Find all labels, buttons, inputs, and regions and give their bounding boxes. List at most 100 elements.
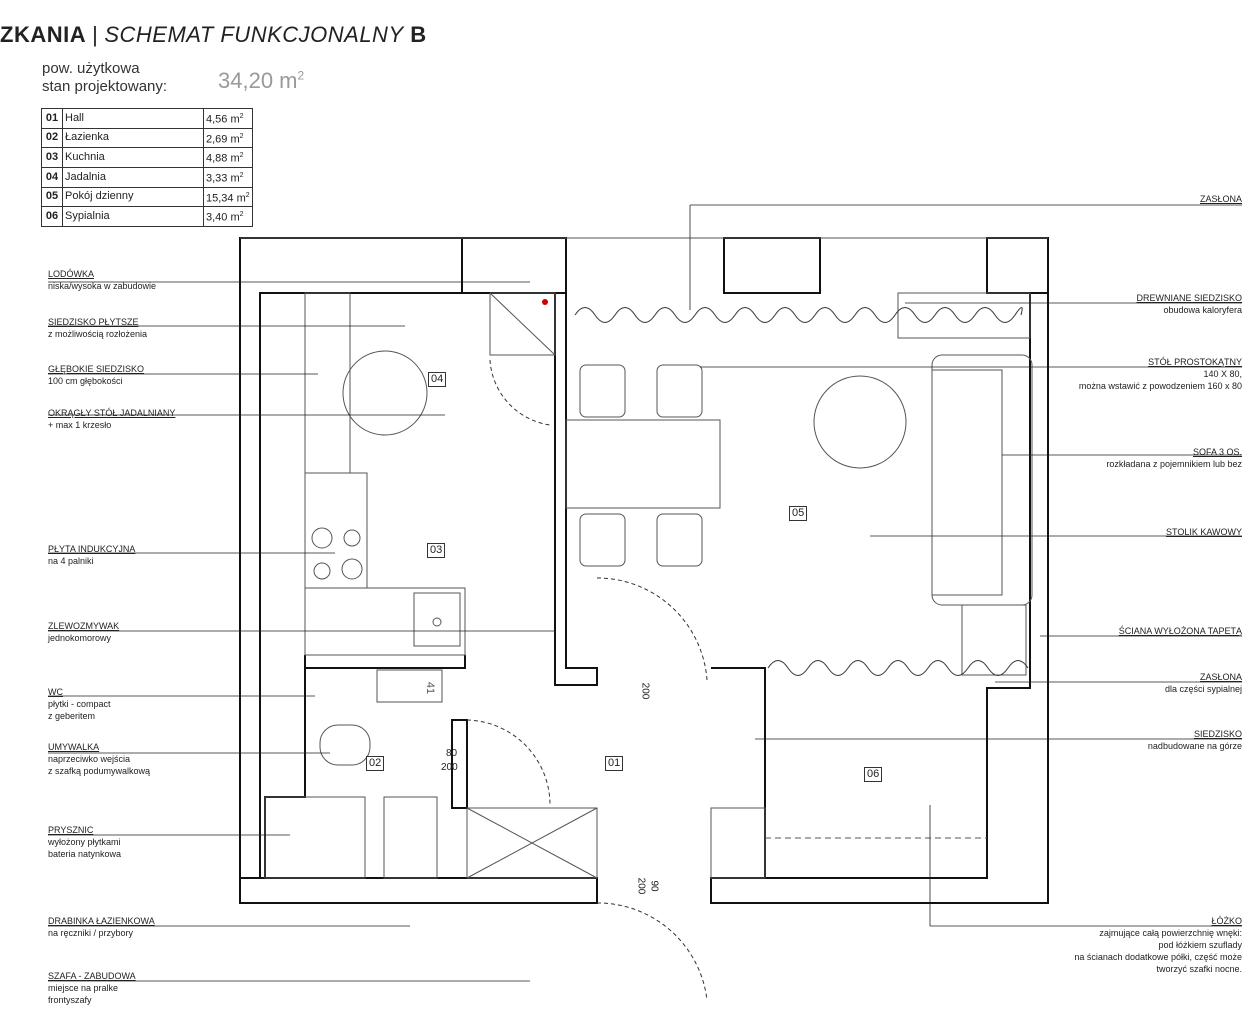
right-note: ŚCIANA WYŁOŻONA TAPETĄ: [1119, 625, 1242, 637]
wall-kitchen-living: [554, 293, 598, 686]
door-swing-entry: [596, 902, 708, 1001]
wall-hall-right: [711, 667, 766, 879]
note-heading: PRYSZNIC: [48, 825, 94, 835]
note-detail: z możliwością rozłożenia: [48, 329, 148, 339]
coffee-table: [813, 375, 907, 469]
note-heading: PŁYTA INDUKCYJNA: [48, 544, 136, 554]
dining-table-round: [342, 350, 428, 436]
note-heading: ZASŁONA: [1199, 672, 1242, 682]
outer-wall-bottom-left: [239, 877, 598, 904]
room-area-value: 4,56 m: [206, 113, 240, 126]
note-detail: zajmujące całą powierzchnię wnęki:: [1099, 928, 1242, 938]
shower: [264, 796, 366, 879]
room-area-value: 3,33 m: [206, 172, 240, 185]
dim-80: 80: [446, 748, 458, 759]
wall-bath-left: [264, 655, 306, 878]
curtain-top: [574, 307, 1023, 323]
outer-wall: [239, 237, 463, 879]
room-label-04: 04: [428, 372, 447, 387]
note-heading: STÓŁ PROSTOKĄTNY: [1148, 357, 1242, 367]
outer-wall-right: [710, 238, 1049, 904]
note-detail: dla części sypialnej: [1164, 684, 1242, 694]
page-title: ZKANIA|SCHEMAT FUNKCJONALNY B: [0, 22, 427, 48]
area-label-line1: pow. użytkowa: [42, 60, 140, 77]
note-heading: DREWNIANE SIEDZISKO: [1136, 293, 1242, 303]
wardrobe-diag-2: [466, 807, 598, 879]
area-value: 34,20 m2: [218, 68, 304, 94]
note-detail: wyłożony płytkami: [48, 837, 121, 847]
fridge: [489, 292, 556, 356]
left-note: SIEDZISKO PŁYTSZE z możliwością rozłożeni…: [48, 316, 147, 340]
room-area-value: 15,34 m: [206, 192, 246, 205]
area-label: pow. użytkowa stan projektowany:: [42, 60, 167, 96]
snowflake-icon: [542, 299, 548, 305]
chair-1: [579, 364, 626, 418]
note-heading: UMYWALKA: [48, 742, 100, 752]
note-detail: 100 cm głębokości: [48, 376, 123, 386]
dim-90: 90: [648, 880, 660, 892]
shower-ladder: [383, 796, 438, 879]
note-heading: STOLIK KAWOWY: [1165, 527, 1242, 537]
room-label-03: 03: [427, 543, 446, 558]
toilet: [319, 724, 371, 766]
dim-200-b: 200: [441, 762, 458, 773]
note-detail: pod łóżkiem szuflady: [1158, 940, 1242, 950]
chair-3: [579, 513, 626, 567]
sofa: [931, 354, 1033, 606]
room-label-01: 01: [605, 756, 624, 771]
dim-41: 41: [424, 681, 437, 695]
right-note: SOFA 3 OS.rozkładana z pojemnikiem lub b…: [1106, 446, 1242, 470]
burner-4: [341, 558, 363, 580]
burner-2: [343, 529, 361, 547]
note-detail: obudowa kaloryfera: [1163, 305, 1242, 315]
washbasin: [376, 669, 443, 703]
note-detail: bateria natynkowa: [48, 849, 122, 859]
note-detail: naprzeciwko wejścia: [48, 754, 131, 764]
room-area-value: 3,40 m: [206, 211, 240, 224]
wall-top-right-block: [723, 237, 821, 294]
room-number: 06: [41, 206, 63, 227]
note-heading: ZASŁONA: [1199, 194, 1242, 204]
area-unit-sup: 2: [297, 68, 305, 83]
room-name: Łazienka: [62, 127, 204, 149]
note-heading: SZAFA - ZABUDOWA: [48, 971, 136, 981]
room-name: Kuchnia: [62, 147, 204, 168]
right-note: ŁÓŻKO zajmujące całą powierzchnię wnęki: p…: [1074, 915, 1242, 975]
right-note: ZASŁONA: [1200, 193, 1242, 205]
note-heading: SIEDZISKO PŁYTSZE: [48, 317, 139, 327]
area-value-number: 34,20 m: [218, 68, 298, 93]
dim-200-a: 200: [639, 682, 651, 700]
burner-1: [311, 527, 333, 549]
right-note: DREWNIANE SIEDZISKO obudowa kaloryfera: [1136, 292, 1242, 316]
room-area-sup: 2: [245, 191, 250, 199]
radiator-seat: [897, 292, 1031, 339]
wall-top-mid-pillar: [461, 237, 567, 294]
room-number: 03: [41, 147, 63, 168]
curtain-sleep: [767, 660, 1029, 676]
door-swing-bath: [466, 719, 551, 806]
note-detail: z geberitem: [48, 711, 96, 721]
note-detail: z szafką podumywalkową: [48, 766, 151, 776]
sink-drain: [432, 617, 442, 627]
title-part2: SCHEMAT FUNKCJONALNY: [104, 22, 404, 47]
room-area: 3,33 m2: [203, 166, 253, 188]
note-heading: ŁÓŻKO: [1211, 916, 1242, 926]
bench-shallow: [304, 292, 351, 474]
right-note: ZASŁONA dla części sypialnej: [1165, 671, 1242, 695]
note-detail: + max 1 krzesło: [48, 420, 112, 430]
left-note: PRYSZNIC wyłożony płytkami bateria natynko…: [48, 824, 121, 860]
room-label-05: 05: [789, 506, 808, 521]
note-heading: WC: [48, 687, 63, 697]
area-label-line2: stan projektowany:: [42, 78, 168, 95]
note-detail: na 4 palniki: [48, 556, 94, 566]
door-swing-living: [596, 577, 708, 681]
